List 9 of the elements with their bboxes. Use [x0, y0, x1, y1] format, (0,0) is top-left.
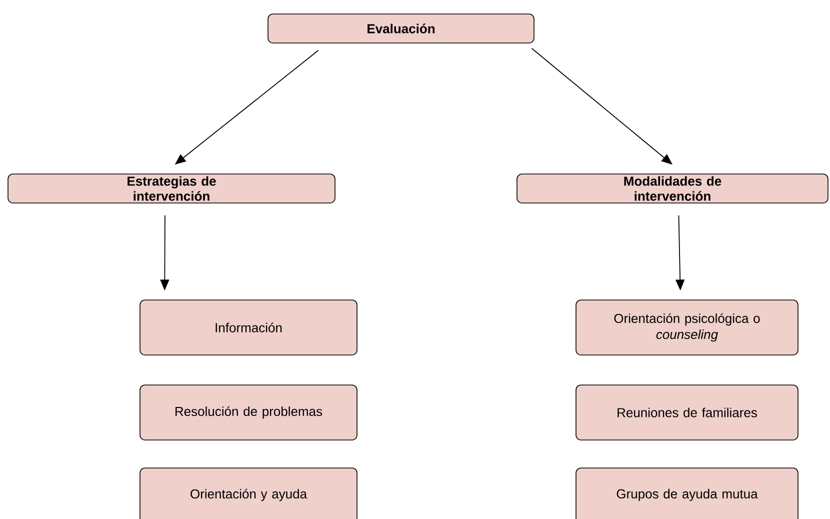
- item-box: Reuniones de familiares: [576, 384, 798, 440]
- item-box: Información: [140, 300, 358, 356]
- heading-box: Estrategias de intervención: [8, 174, 336, 204]
- heading-box: Modalidades de intervención: [516, 174, 828, 204]
- item-box: Orientación y ayuda: [140, 468, 358, 519]
- item-box: Resolución de problemas: [140, 384, 358, 440]
- item-box: Grupos de ayuda mutua: [576, 468, 798, 519]
- item-box: Orientación psicológica o counseling: [576, 300, 798, 356]
- heading-box: Evaluación: [268, 14, 534, 44]
